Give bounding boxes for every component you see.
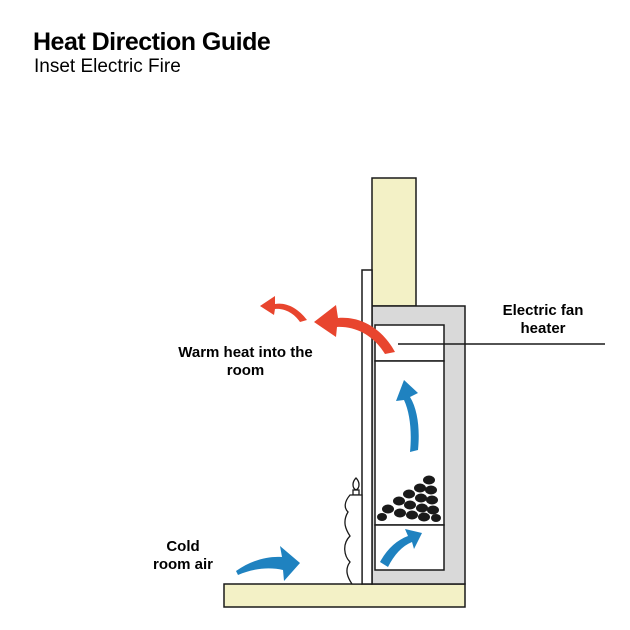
chimney-breast — [371, 177, 417, 307]
wall-frame — [361, 269, 373, 585]
fan-heater-label-line1: Electric fan — [502, 302, 584, 319]
intake-air-arrow — [380, 529, 422, 567]
fan-heater-label: Electric fan heater — [488, 302, 598, 338]
cold-air-label-line2: room air — [152, 556, 213, 573]
cold-air-label-line1: Cold — [166, 538, 200, 555]
fan-heater-label-line2: heater — [520, 320, 566, 337]
warm-heat-arrow-large — [314, 305, 395, 354]
warm-heat-label-line1: Warm heat into the — [178, 344, 313, 361]
rising-heat-arrow — [396, 380, 419, 452]
diagram-subtitle: Inset Electric Fire — [34, 56, 181, 77]
log-bed — [377, 475, 441, 522]
warm-heat-label: Warm heat into the room — [158, 344, 333, 380]
warm-heat-arrow-small — [260, 296, 307, 322]
ornamental-support — [344, 477, 363, 585]
cold-air-label: Cold room air — [138, 538, 228, 574]
cold-air-arrow — [236, 546, 300, 581]
diagram-title: Heat Direction Guide — [33, 28, 271, 56]
hearth-base — [223, 583, 466, 608]
warm-heat-label-line2: room — [226, 362, 265, 379]
